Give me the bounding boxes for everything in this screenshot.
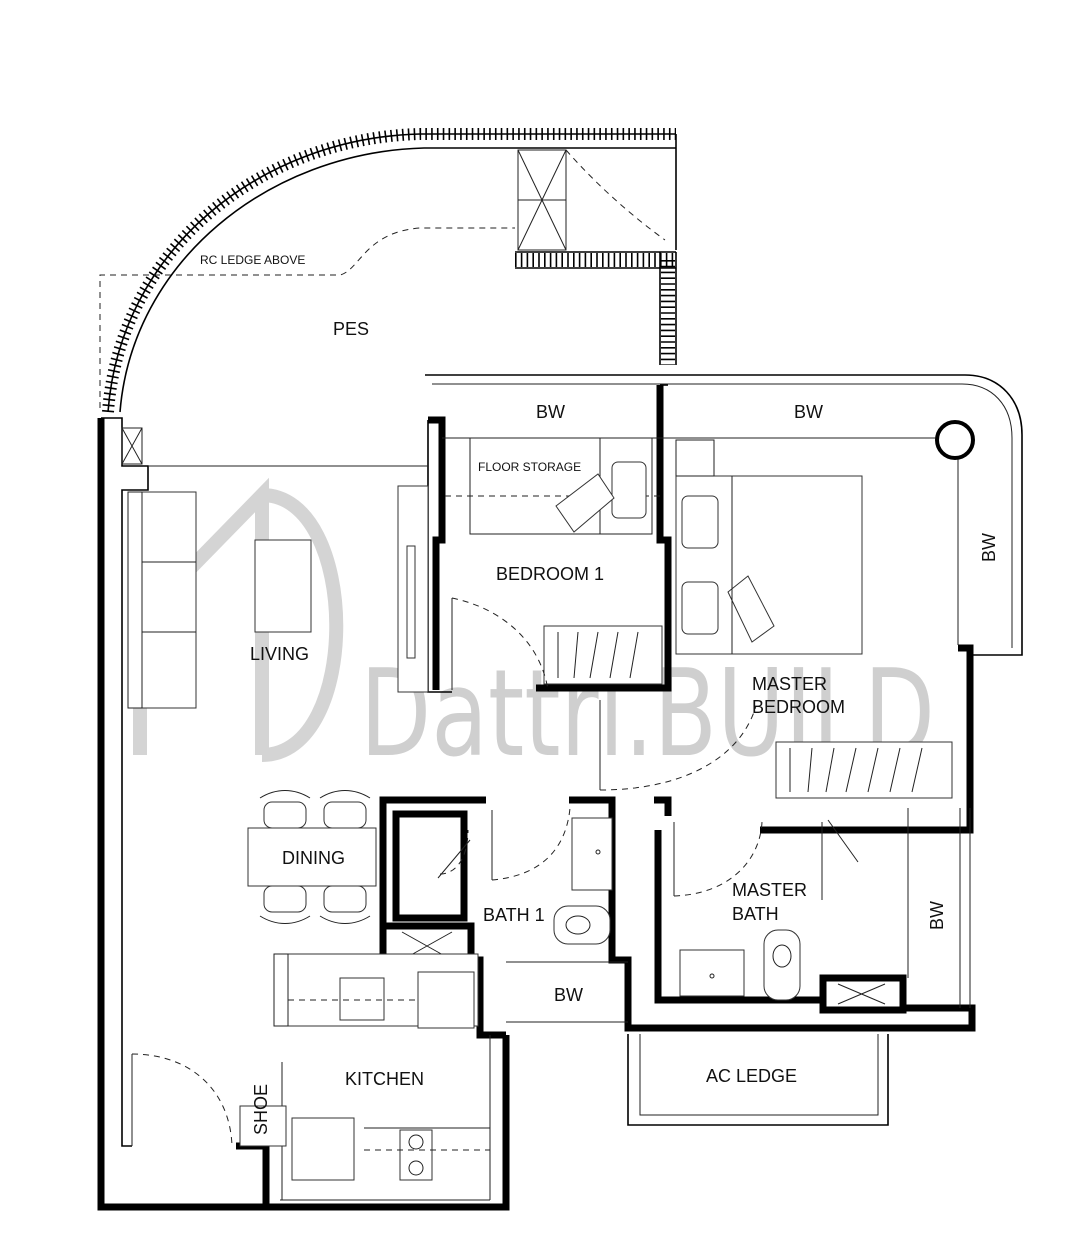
bedroom1-bed	[555, 461, 647, 533]
bath1-fixtures	[437, 807, 613, 945]
coffee-table	[254, 539, 312, 633]
label-bedroom1: BEDROOM 1	[496, 564, 604, 584]
label-master-bedroom-line1: MASTER	[752, 674, 827, 694]
entrance-door-swing	[131, 1053, 233, 1147]
label-master-bath-line2: BATH	[732, 904, 779, 924]
kitchen-fixtures	[239, 953, 490, 1200]
label-bw-master-bath: BW	[927, 901, 947, 930]
master-wardrobe	[775, 741, 953, 799]
balcony-railing	[102, 128, 677, 413]
rc-ledge-outline	[99, 227, 515, 408]
label-bw-top-right: BW	[794, 402, 823, 422]
master-bed	[675, 439, 863, 655]
label-bw-top-left: BW	[536, 402, 565, 422]
label-ac-ledge: AC LEDGE	[706, 1066, 797, 1086]
label-bath1: BATH 1	[483, 905, 545, 925]
label-shoe: SHOE	[251, 1084, 271, 1135]
label-master-bedroom-line2: BEDROOM	[752, 697, 845, 717]
label-dining: DINING	[282, 848, 345, 868]
master-door-swing	[599, 705, 757, 791]
bedroom-walls	[148, 374, 1023, 1004]
label-bw-bath1: BW	[554, 985, 583, 1005]
tv-console	[397, 485, 429, 693]
label-master-bath-line1: MASTER	[732, 880, 807, 900]
label-pes: PES	[333, 319, 369, 339]
bedroom1-door-swing	[451, 597, 549, 691]
label-rc-ledge: RC LEDGE ABOVE	[200, 253, 305, 267]
label-kitchen: KITCHEN	[345, 1069, 424, 1089]
bedroom1-wardrobe	[543, 625, 663, 685]
label-floor-storage: FLOOR STORAGE	[478, 460, 581, 474]
balcony-gate	[517, 149, 666, 251]
label-living: LIVING	[250, 644, 309, 664]
dining-set	[247, 790, 377, 924]
master-bath-fixtures	[673, 808, 909, 1001]
label-bw-right: BW	[979, 533, 999, 562]
external-walls	[97, 417, 266, 1211]
sofa	[127, 491, 197, 709]
